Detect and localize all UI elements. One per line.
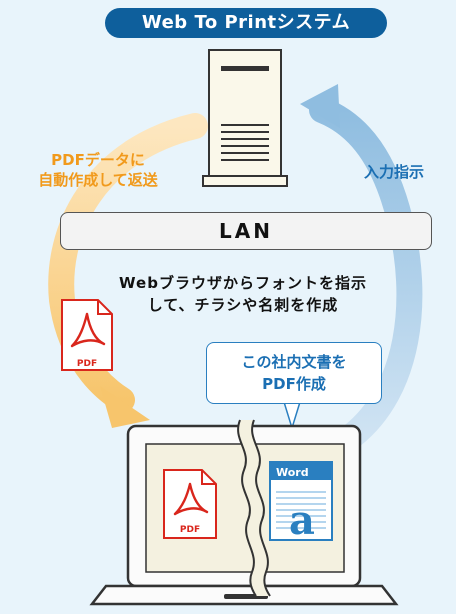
description: Webブラウザからフォントを指示 して、チラシや名刺を作成 xyxy=(90,272,396,316)
callout-bubble: この社内文書を PDF作成 xyxy=(206,342,382,404)
word-glyph: a xyxy=(289,497,315,544)
orange-return-arrow xyxy=(48,113,208,428)
pdf-icon-label: PDF xyxy=(77,359,97,369)
word-document-on-screen xyxy=(269,461,333,541)
return-label-line-1: PDFデータに xyxy=(51,151,145,169)
return-label-line-2: 自動作成して返送 xyxy=(38,171,158,189)
callout-line-2: PDF作成 xyxy=(262,375,326,393)
lan-bar: LAN xyxy=(60,212,432,250)
wavy-split-divider xyxy=(237,419,271,597)
pdf-document-on-screen xyxy=(163,469,217,539)
callout-tail xyxy=(282,401,302,431)
callout-line-1: この社内文書を xyxy=(241,353,347,371)
page-title: Web To Printシステム xyxy=(105,8,387,38)
description-line-2: して、チラシや名刺を作成 xyxy=(147,296,339,314)
description-line-1: Webブラウザからフォントを指示 xyxy=(119,274,367,292)
pdf-file-icon-floating xyxy=(61,299,113,371)
input-arrow-label: 入力指示 xyxy=(363,163,424,181)
pdf-screen-label: PDF xyxy=(180,525,200,535)
server-icon xyxy=(202,49,288,187)
word-label: Word xyxy=(276,466,309,479)
return-arrow-label: PDFデータに 自動作成して返送 xyxy=(18,150,178,190)
